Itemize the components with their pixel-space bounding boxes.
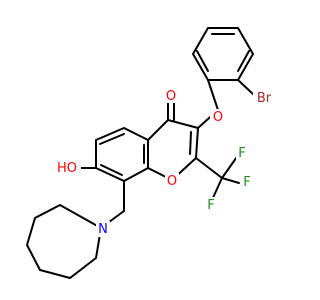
bond-aryl-o: [207, 79, 219, 111]
atom-labels: O O O HO Br F F F: [55, 87, 275, 237]
azepane-nitrogen: N: [96, 221, 110, 237]
bromine-atom: Br: [253, 90, 275, 106]
o-ether-label: O: [213, 110, 223, 125]
f1-label: F: [238, 146, 245, 161]
fluorine-1: F: [236, 145, 248, 161]
hydroxyl-group: HO: [55, 160, 81, 176]
o-hydroxyl-label: HO: [57, 161, 77, 176]
fluorine-2: F: [241, 174, 253, 190]
ether-oxygen: O: [210, 109, 224, 125]
o-carbonyl-label: O: [166, 89, 176, 104]
o-ring-label: O: [167, 174, 177, 189]
bromophenyl-ring: [191, 27, 255, 81]
benzo-ring: [95, 126, 149, 183]
n-azepane-label: N: [98, 222, 108, 237]
azepane-ring: [25, 203, 103, 280]
fluorine-3: F: [205, 197, 217, 213]
f2-label: F: [243, 175, 250, 190]
bond-c-f2: [221, 177, 240, 184]
br-label: Br: [257, 91, 272, 106]
molecule-structure: O O O HO Br F F F: [25, 27, 275, 280]
bond-c-br: [237, 79, 255, 96]
bond-c-f3: [211, 177, 223, 201]
f3-label: F: [207, 198, 214, 213]
carbonyl-oxygen: O: [164, 87, 178, 104]
ring-oxygen: O: [165, 173, 179, 189]
bond-c-cf3: [195, 157, 223, 179]
pyranone-ring: [147, 118, 199, 182]
